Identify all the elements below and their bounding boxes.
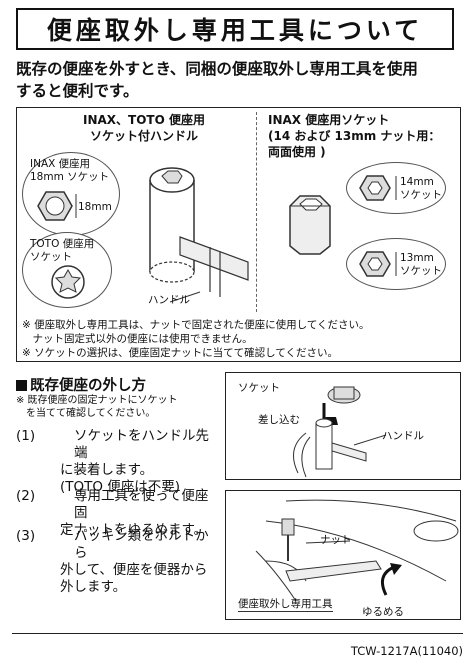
step-2-line-1: 専用工具を使って便座固: [74, 488, 209, 521]
inax-socket-label-1: INAX 便座用: [30, 158, 91, 170]
loosen-nut-drawing-icon: [255, 499, 459, 602]
right-heading-line-2: (14 および 13mm ナット用：: [268, 129, 441, 143]
usage-notes: ※ 便座取外し専用工具は、ナットで固定された便座に使用してください。 ナット固定…: [22, 318, 454, 360]
hex-socket-18-icon: [37, 191, 77, 221]
socket-14-label: 14mm ソケット: [400, 176, 442, 202]
step-3-line-1: パッキン類をボルトから: [74, 528, 209, 561]
page-title: 便座取外し専用工具について: [46, 16, 424, 45]
step-3-num: (3): [16, 528, 36, 544]
handle-label: ハンドル: [148, 294, 190, 306]
step-1-line-1: ソケットをハンドル先端: [74, 428, 209, 461]
left-heading: INAX、TOTO 便座用 ソケット付ハンドル: [74, 112, 214, 144]
note-line-3: ※ ソケットの選択は、便座固定ナットに当てて確認してください。: [22, 347, 339, 359]
intro-line-2: すると便利です。: [16, 82, 139, 100]
note-line-1: ※ 便座取外し専用工具は、ナットで固定された便座に使用してください。: [22, 319, 370, 331]
hex-socket-13-icon: [359, 251, 397, 277]
ill2-loosen-label: ゆるめる: [362, 606, 404, 618]
socket-14-label-1: 14mm: [400, 176, 434, 188]
step-2-text: 専用工具を使って便座固 定ナットをゆるめます。: [60, 488, 220, 539]
step-1-num: (1): [16, 428, 36, 444]
removal-note: ※ 既存便座の固定ナットにソケット を当てて確認してください。: [16, 394, 216, 420]
square-bullet-icon: [16, 380, 27, 391]
socket-insert-drawing-icon: [293, 386, 387, 478]
ill1-socket-label: ソケット: [238, 382, 280, 394]
step-1-line-2: に装着します。: [60, 462, 154, 478]
left-heading-line-1: INAX、TOTO 便座用: [83, 113, 205, 127]
inax-hex-socket-icon: [289, 195, 331, 255]
step-3-line-3: 外します。: [60, 579, 127, 595]
toto-socket-label: TOTO 便座用 ソケット: [30, 238, 94, 264]
inax-socket-label-2: 18mm ソケット: [30, 171, 110, 183]
intro-line-1: 既存の便座を外すとき、同梱の便座取外し専用工具を使用: [16, 60, 418, 78]
ill1-handle-label: ハンドル: [382, 430, 424, 442]
right-heading-line-1: INAX 便座用ソケット: [268, 113, 390, 127]
step-1-text: ソケットをハンドル先端 に装着します。 (TOTO 便座は不要): [60, 428, 220, 496]
size-18-label: 18mm: [78, 201, 112, 213]
section-divider: [256, 112, 257, 312]
ill1-insert-label: 差し込む: [258, 414, 300, 426]
step-2-num: (2): [16, 488, 36, 504]
left-heading-line-2: ソケット付ハンドル: [89, 129, 198, 143]
socket-13-label-2: ソケット: [400, 265, 442, 277]
note-line-2: ナット固定式以外の便座には使用できません。: [22, 333, 253, 345]
removal-note-2: を当てて確認してください。: [16, 408, 156, 419]
hex-socket-14-icon: [359, 175, 397, 201]
step-3-text: パッキン類をボルトから 外して、便座を便器から 外します。: [60, 528, 220, 596]
step-3-line-2: 外して、便座を便器から: [60, 562, 208, 578]
handle-illustration-icon: [149, 167, 249, 303]
socket-13-label-1: 13mm: [400, 252, 434, 264]
title-box: 便座取外し専用工具について: [16, 8, 454, 50]
ill2-tool-label: 便座取外し専用工具: [238, 598, 333, 612]
toto-socket-label-2: ソケット: [30, 251, 72, 263]
removal-heading-text: 既存便座の外し方: [30, 378, 146, 394]
intro-text: 既存の便座を外すとき、同梱の便座取外し専用工具を使用 すると便利です。: [16, 58, 461, 102]
inax-socket-circle: [22, 152, 120, 236]
removal-heading: 既存便座の外し方: [16, 374, 146, 395]
ill2-nut-label: ナット: [320, 534, 352, 546]
tool-overview-box: [16, 107, 461, 362]
socket-14-label-2: ソケット: [400, 189, 442, 201]
socket-13-label: 13mm ソケット: [400, 252, 442, 278]
footer-rule: [12, 633, 463, 634]
removal-note-1: ※ 既存便座の固定ナットにソケット: [16, 395, 178, 406]
inax-socket-label: INAX 便座用 18mm ソケット: [30, 158, 109, 184]
step-2-line-2: 定ナットをゆるめます。: [60, 522, 208, 538]
right-heading-line-3: 両面使用 ): [268, 145, 326, 159]
toto-star-socket-icon: [51, 265, 85, 299]
document-code: TCW-1217A(11040): [350, 644, 463, 658]
toto-socket-label-1: TOTO 便座用: [30, 238, 95, 250]
step-1-line-3: (TOTO 便座は不要): [60, 479, 181, 495]
right-heading: INAX 便座用ソケット (14 および 13mm ナット用： 両面使用 ): [268, 112, 458, 160]
